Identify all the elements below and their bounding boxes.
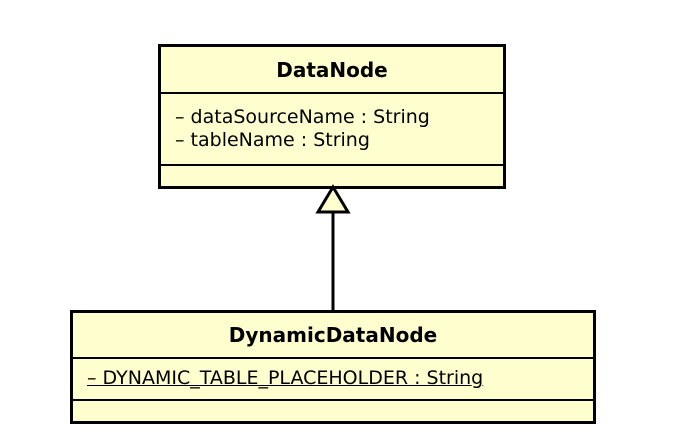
- uml-attribute-static: – DYNAMIC_TABLE_PLACEHOLDER : String: [87, 367, 484, 390]
- generalization-connector-dynamicdatanode-to-datanode: [315, 184, 351, 314]
- uml-class-title-datanode: DataNode: [276, 57, 388, 82]
- uml-class-datanode[interactable]: DataNode – dataSourceName : String – tab…: [158, 44, 506, 189]
- uml-attributes-compartment-dynamicdatanode: – DYNAMIC_TABLE_PLACEHOLDER : String: [73, 357, 593, 399]
- uml-attributes-compartment-datanode: – dataSourceName : String – tableName : …: [161, 92, 503, 164]
- uml-class-dynamicdatanode[interactable]: DynamicDataNode – DYNAMIC_TABLE_PLACEHOL…: [70, 310, 596, 424]
- uml-class-title-dynamicdatanode: DynamicDataNode: [228, 323, 438, 347]
- uml-attribute: – dataSourceName : String: [175, 105, 430, 128]
- uml-operations-compartment-dynamicdatanode: [73, 399, 593, 425]
- hollow-triangle-arrowhead-icon: [315, 184, 351, 214]
- uml-operations-compartment-datanode: [161, 164, 503, 186]
- uml-attribute: – tableName : String: [175, 129, 370, 151]
